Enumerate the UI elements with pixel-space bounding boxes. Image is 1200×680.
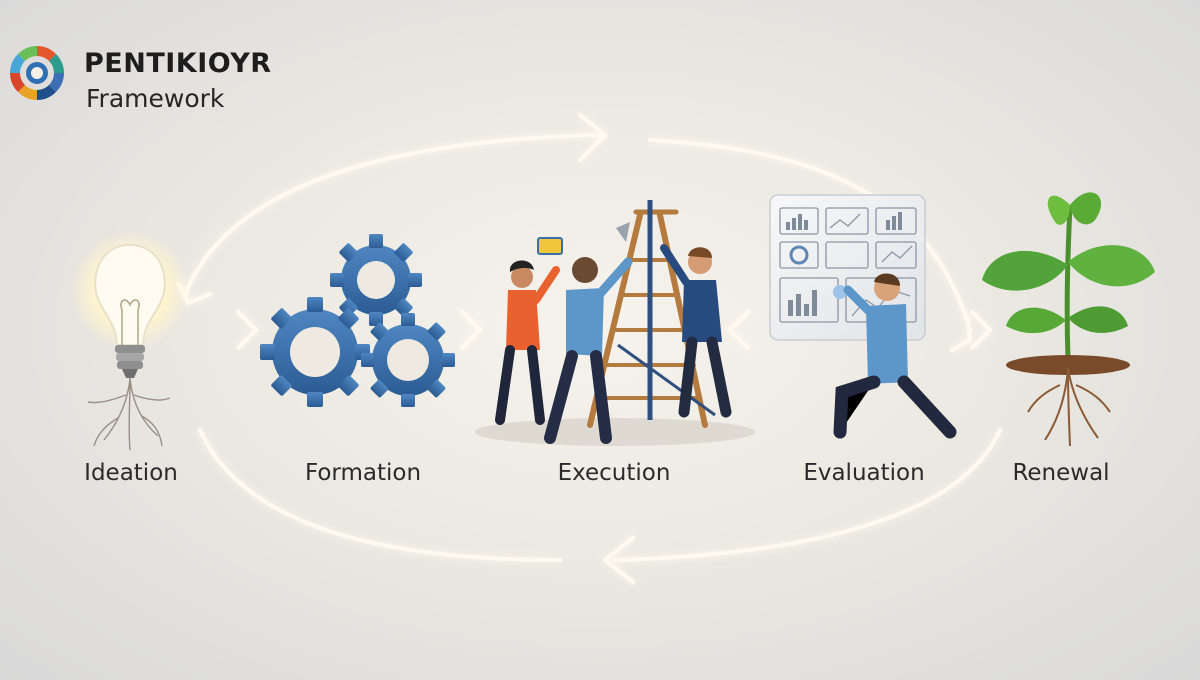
person-navy-jacket xyxy=(660,244,732,418)
arrowhead-stage-4 xyxy=(970,310,993,350)
analytics-dashboard-icon xyxy=(769,194,957,439)
segmented-ring-logo-icon xyxy=(10,46,64,100)
stage-label-ideation: Ideation xyxy=(84,460,178,486)
cycle-arrows xyxy=(176,113,1002,584)
team-building-ladder-icon xyxy=(475,200,755,446)
arrowhead-stage-3 xyxy=(727,310,750,350)
cycle-arrow-bottom-left xyxy=(198,428,562,562)
arrowhead-bottom xyxy=(601,536,635,584)
brand-subtitle: Framework xyxy=(86,84,225,113)
stage-label-formation: Formation xyxy=(304,460,422,486)
cycle-arrow-bottom-right xyxy=(613,428,1002,562)
arrowhead-top-left xyxy=(578,113,608,162)
arrowhead-stage-1 xyxy=(236,310,259,350)
gear-left xyxy=(260,297,370,407)
brand-name: PENTIKIOYR xyxy=(84,48,272,79)
gear-top xyxy=(330,234,422,326)
arrowhead-right xyxy=(950,316,973,352)
person-kneeling-analyst xyxy=(833,273,957,439)
sprout-icon xyxy=(982,192,1155,447)
cycle-arrow-top-right xyxy=(648,138,972,332)
gears-icon xyxy=(260,234,455,407)
brand: PENTIKIOYR Framework xyxy=(6,42,326,122)
person-orange-jacket xyxy=(495,237,563,425)
stage-label-renewal: Renewal xyxy=(1012,460,1110,486)
cycle-arrow-top-left xyxy=(183,133,602,297)
gear-right xyxy=(361,313,455,407)
lightbulb-icon xyxy=(70,230,190,451)
stage-label-evaluation: Evaluation xyxy=(803,460,925,486)
stage-label-execution: Execution xyxy=(557,460,671,486)
person-blue-shirt xyxy=(544,222,633,444)
arrowhead-stage-2 xyxy=(460,310,483,350)
